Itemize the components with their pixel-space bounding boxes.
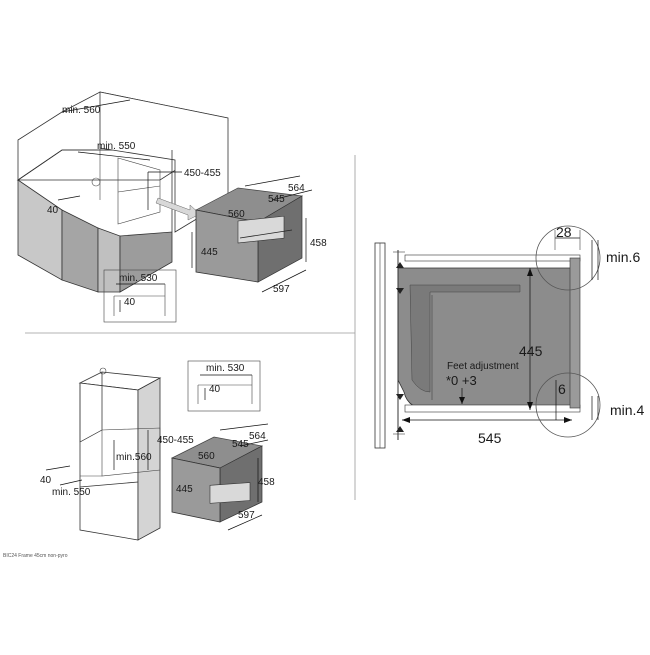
- oven-dim-597: 597: [273, 284, 290, 295]
- tall-cabinet-drawing: [45, 367, 162, 541]
- side-dim-min4: min.4: [610, 402, 644, 418]
- oven-dim-545: 545: [268, 194, 285, 205]
- dim-min560: min. 560: [62, 105, 101, 116]
- bottom-inset-detail: [187, 360, 261, 412]
- bottom-oven-dim-458: 458: [258, 477, 275, 488]
- dim-40: 40: [47, 205, 59, 216]
- side-dim-445: 445: [519, 343, 543, 359]
- top-inset-detail: [103, 269, 177, 323]
- tall-dim-450-455: 450-455: [157, 435, 194, 446]
- oven-dim-560: 560: [228, 209, 245, 220]
- bottom-oven-dim-545: 545: [232, 439, 249, 450]
- feet-adjustment-label: Feet adjustment: [447, 361, 519, 372]
- tall-dim-min550: min. 550: [52, 487, 91, 498]
- tall-dim-min560: min.560: [116, 452, 152, 463]
- tall-dim-40: 40: [40, 475, 52, 486]
- dim-min550: min. 550: [97, 141, 136, 152]
- side-dim-6: 6: [558, 381, 566, 397]
- side-section-drawing: [374, 225, 601, 449]
- bottom-inset-40: 40: [209, 384, 221, 395]
- bottom-oven-dim-564: 564: [249, 431, 266, 442]
- top-cabinet-drawing: [16, 91, 229, 293]
- feet-adjustment-value: *0 +3: [446, 373, 477, 388]
- insert-arrow: [155, 197, 201, 221]
- side-dim-545: 545: [478, 430, 502, 446]
- top-oven-drawing: [194, 187, 304, 283]
- bottom-inset-min530: min. 530: [206, 363, 245, 374]
- bottom-oven-dim-560: 560: [198, 451, 215, 462]
- caption: BIC24 Frame 45cm non-pyro: [3, 553, 68, 559]
- bottom-oven-drawing: [170, 436, 264, 523]
- oven-dim-564: 564: [288, 183, 305, 194]
- bottom-oven-dim-597: 597: [238, 510, 255, 521]
- dim-450-455: 450-455: [184, 168, 221, 179]
- oven-dim-445: 445: [201, 247, 218, 258]
- bottom-oven-dim-445: 445: [176, 484, 193, 495]
- side-dim-28: 28: [556, 224, 572, 240]
- oven-dim-458: 458: [310, 238, 327, 249]
- inset-40: 40: [124, 297, 136, 308]
- inset-min530: min. 530: [119, 273, 158, 284]
- side-dim-min6: min.6: [606, 249, 640, 265]
